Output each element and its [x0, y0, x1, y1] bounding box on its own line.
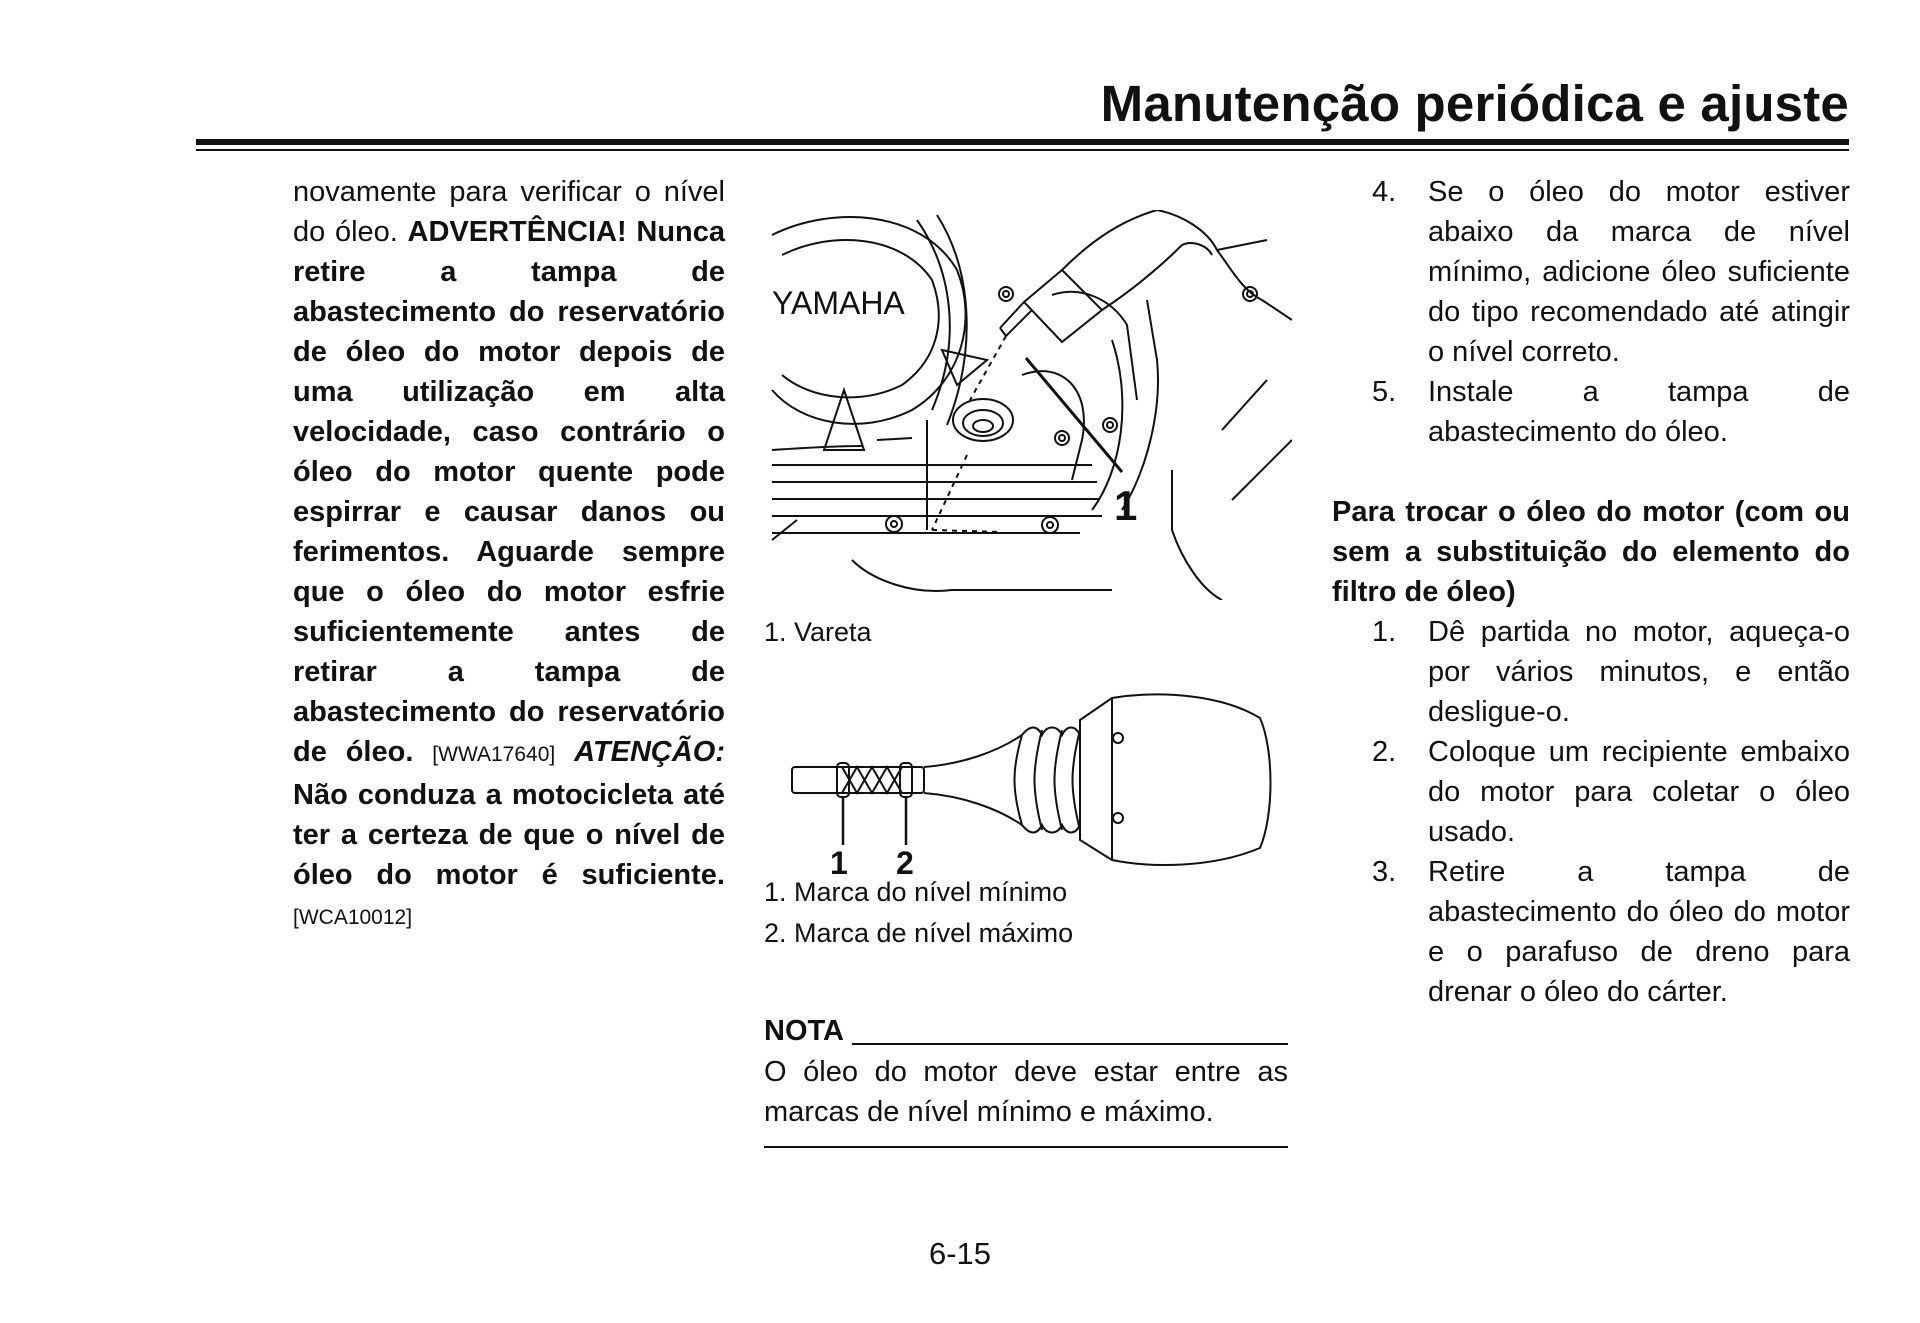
note-body: O óleo do motor deve estar entre as marc… [764, 1052, 1288, 1132]
list-item: 5. Instale a tampa de abastecimento do ó… [1332, 372, 1850, 452]
list-item-text: Retire a tampa de abastecimento do óleo … [1428, 856, 1850, 1008]
list-item-number: 3. [1372, 856, 1397, 888]
list-item-text: Dê partida no motor, aqueça-o por vários… [1428, 616, 1850, 728]
left-column-paragraph: novamente para verificar o nível do óleo… [293, 172, 725, 938]
steps-list-a: 4. Se o óleo do motor estiver abaixo da … [1332, 172, 1850, 452]
warning-text: Nunca retire a tampa de abastecimento do… [293, 216, 726, 768]
right-column: 4. Se o óleo do motor estiver abaixo da … [1332, 172, 1850, 1012]
figure2-caption-max: 2. Marca de nível máximo [764, 918, 1074, 948]
engine-dipstick-illustration: YAMAHA 1 [771, 210, 1292, 600]
warning-code: [WWA17640] [432, 743, 556, 766]
brand-logo-text: YAMAHA [772, 285, 905, 321]
list-item-text: Coloque um recipiente embaixo do motor p… [1428, 736, 1850, 848]
intro-text: novamente para verificar o nível do óleo… [293, 176, 725, 248]
callout-min-label: 1 [830, 845, 848, 875]
note-title: NOTA [764, 1015, 853, 1047]
figure1-caption: 1. Vareta [764, 617, 872, 647]
list-item-number: 1. [1372, 616, 1397, 648]
note-text: O óleo do motor deve estar entre as marc… [764, 1056, 1288, 1128]
callout-max-label: 2 [896, 845, 914, 875]
note-title-rule [764, 1043, 1288, 1045]
caution-code: [WCA10012] [293, 906, 413, 929]
warning-label: ADVERTÊNCIA! [407, 216, 627, 248]
list-item: 2. Coloque um recipiente embaixo do moto… [1332, 732, 1850, 852]
note-bottom-rule [764, 1146, 1288, 1148]
list-item: 4. Se o óleo do motor estiver abaixo da … [1332, 172, 1850, 372]
left-column: novamente para verificar o nível do óleo… [293, 172, 725, 938]
dipstick-marks-illustration: 1 2 [791, 693, 1272, 875]
callout-1-label: 1 [1114, 482, 1137, 529]
header-rule-thick [196, 139, 1849, 145]
section-heading: Para trocar o óleo do motor (com ou sem … [1332, 496, 1850, 608]
list-item-number: 2. [1372, 736, 1397, 768]
steps-list-b: 1. Dê partida no motor, aqueça-o por vár… [1332, 612, 1850, 1012]
note-header: NOTA [764, 1011, 1288, 1051]
header-rule-thin [196, 149, 1849, 151]
figure2-caption-min: 1. Marca do nível mínimo [764, 877, 1068, 907]
page-number: 6-15 [928, 1236, 992, 1271]
caution-text: Não conduza a motocicleta até ter a cert… [293, 779, 725, 891]
list-item-text: Se o óleo do motor estiver abaixo da mar… [1428, 176, 1850, 368]
list-item-number: 5. [1372, 376, 1397, 408]
caution-label: ATENÇÃO: [574, 736, 726, 768]
page-header-title: Manutenção periódica e ajuste [1100, 75, 1849, 132]
list-item-text: Instale a tampa de abastecimento do óleo… [1428, 376, 1850, 448]
list-item-number: 4. [1372, 176, 1397, 208]
list-item: 1. Dê partida no motor, aqueça-o por vár… [1332, 612, 1850, 732]
list-item: 3. Retire a tampa de abastecimento do ól… [1332, 852, 1850, 1012]
